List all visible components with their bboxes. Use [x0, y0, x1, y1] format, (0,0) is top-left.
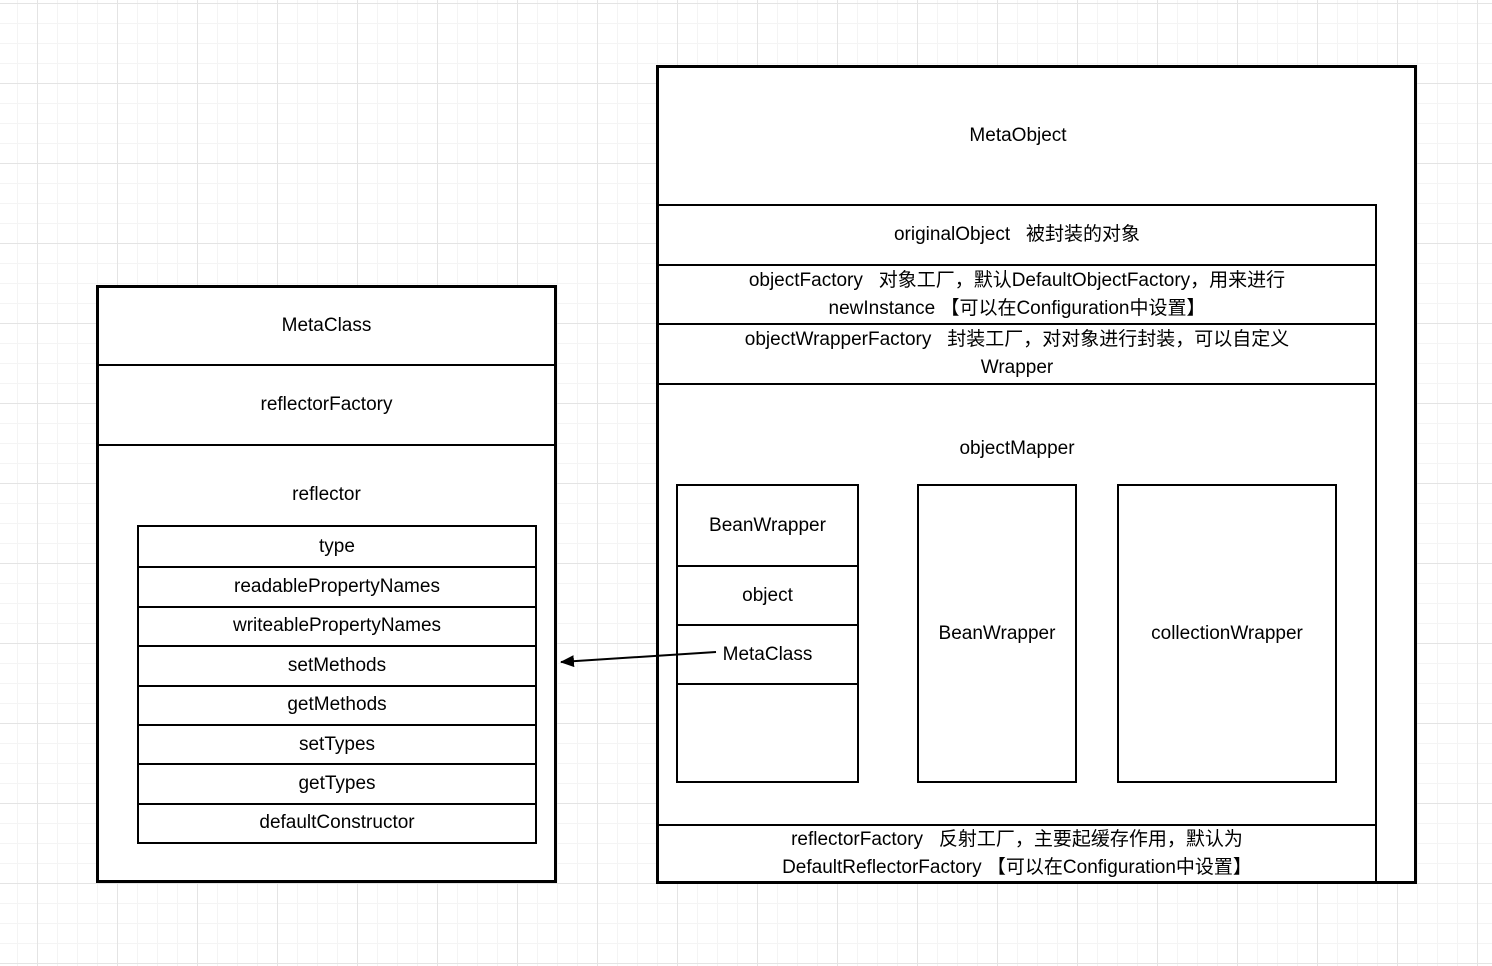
object-mapper-label: objectMapper — [959, 438, 1075, 459]
reflector-fields-table: type readablePropertyNames writeableProp… — [137, 525, 537, 844]
collection-wrapper-label: collectionWrapper — [1151, 622, 1303, 644]
metaobject-field-object-wrapper-factory: objectWrapperFactory 封装工厂，对对象进行封装，可以自定义 … — [659, 323, 1375, 383]
bean-wrapper-empty-cell — [678, 683, 857, 781]
bean-wrapper-label: BeanWrapper — [938, 622, 1056, 644]
metaobject-fields: originalObject 被封装的对象 objectFactory 对象工厂… — [659, 204, 1377, 881]
metaclass-field-reflector-factory: reflectorFactory — [99, 364, 554, 444]
metaobject-field-object-mapper: objectMapper BeanWrapper object MetaClas… — [659, 383, 1375, 824]
reflector-field-set-methods: setMethods — [139, 645, 535, 684]
object-factory-line-2: newInstance 【可以在Configuration中设置】 — [828, 297, 1206, 319]
reflector-field-type: type — [319, 535, 355, 557]
metaobject-field-original-object: originalObject 被封装的对象 — [659, 204, 1375, 264]
bean-wrapper-field-metaclass: MetaClass — [678, 624, 857, 683]
reflector-factory-line-2: DefaultReflectorFactory 【可以在Configuratio… — [782, 856, 1252, 878]
reflector-field-default-constructor: defaultConstructor — [139, 802, 535, 842]
reflector-field-get-methods: getMethods — [139, 684, 535, 724]
object-wrapper-factory-line-1: objectWrapperFactory 封装工厂，对对象进行封装，可以自定义 — [744, 329, 1290, 350]
metaclass-title: MetaClass — [281, 315, 372, 336]
bean-wrapper-node: BeanWrapper — [917, 484, 1077, 783]
metaobject-field-reflector-factory: reflectorFactory 反射工厂，主要起缓存作用，默认为 Defaul… — [659, 824, 1375, 881]
reflector-factory-line-1: reflectorFactory 反射工厂，主要起缓存作用，默认为 — [791, 828, 1243, 850]
metaclass-reflector-section: reflector type readablePropertyNames wri… — [99, 444, 554, 880]
object-factory-line-1: objectFactory 对象工厂，默认DefaultObjectFactor… — [748, 269, 1286, 291]
reflector-field-set-types: setTypes — [139, 723, 535, 763]
metaobject-title: MetaObject — [969, 125, 1067, 146]
metaobject-node: MetaObject originalObject 被封装的对象 objectF… — [656, 65, 1417, 884]
original-object-text: originalObject 被封装的对象 — [893, 224, 1140, 245]
object-wrapper-factory-line-2: Wrapper — [980, 357, 1054, 378]
metaobject-field-object-factory: objectFactory 对象工厂，默认DefaultObjectFactor… — [659, 264, 1375, 323]
bean-wrapper-detail-node: BeanWrapper object MetaClass — [676, 484, 859, 783]
bean-wrapper-field-object: object — [678, 565, 857, 624]
reflector-field-writeable-property-names: writeablePropertyNames — [139, 605, 535, 645]
reflector-field-get-types: getTypes — [139, 763, 535, 802]
reflector-field-readable-property-names: readablePropertyNames — [139, 566, 535, 605]
collection-wrapper-node: collectionWrapper — [1117, 484, 1337, 783]
metaclass-node: MetaClass reflectorFactory reflector typ… — [96, 285, 557, 883]
bean-wrapper-detail-title: BeanWrapper — [709, 514, 826, 536]
reflector-label: reflector — [292, 484, 361, 505]
